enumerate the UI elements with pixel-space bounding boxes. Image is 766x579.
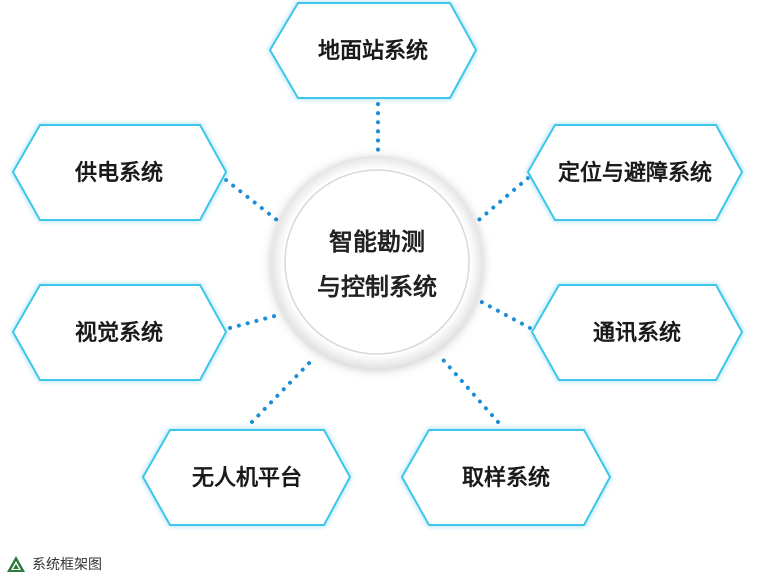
connector-vision — [228, 312, 284, 330]
connector-power — [224, 178, 284, 226]
center-label-line2: 与控制系统 — [317, 273, 437, 301]
node-sampling-label: 取样系统 — [462, 465, 550, 491]
triangle-logo-icon — [7, 556, 25, 572]
center-label-line1: 智能勘测 — [329, 228, 425, 256]
system-framework-diagram: 地面站系统 供电系统 定位与避障系统 视觉系统 通讯系统 无人机平台 取样系统 — [12, 2, 743, 526]
node-drone-platform-label: 无人机平台 — [192, 465, 302, 491]
caption-text: 系统框架图 — [32, 557, 102, 573]
node-communication-label: 通讯系统 — [593, 320, 681, 346]
figure-caption: 系统框架图 — [6, 553, 102, 575]
node-ground-station: 地面站系统 — [269, 2, 477, 99]
node-sampling: 取样系统 — [401, 429, 611, 526]
node-vision-label: 视觉系统 — [75, 320, 163, 346]
node-vision: 视觉系统 — [12, 284, 227, 381]
node-ground-station-label: 地面站系统 — [318, 38, 428, 64]
center-node: 智能勘测 与控制系统 — [271, 156, 483, 368]
node-power-label: 供电系统 — [74, 160, 163, 186]
node-positioning: 定位与避障系统 — [527, 124, 743, 221]
connector-comm — [476, 298, 532, 330]
connector-sampling — [436, 352, 500, 424]
connector-lines — [224, 102, 532, 424]
node-drone-platform: 无人机平台 — [142, 429, 351, 526]
node-power: 供电系统 — [12, 124, 227, 221]
connector-positioning — [472, 176, 530, 226]
node-communication: 通讯系统 — [531, 284, 743, 381]
node-positioning-label: 定位与避障系统 — [558, 160, 712, 186]
connector-drone — [250, 356, 316, 424]
